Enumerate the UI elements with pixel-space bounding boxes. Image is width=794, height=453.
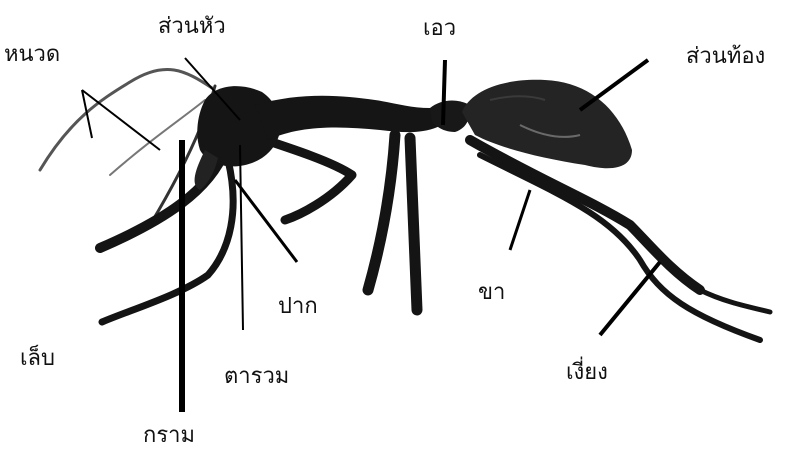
label-abdomen: ส่วนท้อง xyxy=(686,46,765,68)
label-leg: ขา xyxy=(478,282,505,304)
leader-antenna-1 xyxy=(82,90,160,150)
leader-waist xyxy=(443,60,445,125)
label-spur: เงี่ยง xyxy=(566,362,608,384)
label-claw: เล็บ xyxy=(20,348,55,370)
label-head: ส่วนหัว xyxy=(158,16,226,38)
label-antenna: หนวด xyxy=(4,44,60,66)
label-waist: เอว xyxy=(423,18,456,40)
label-mandible: กราม xyxy=(143,425,195,447)
label-compound-eye: ตารวม xyxy=(224,366,289,388)
leader-compound-eye xyxy=(240,145,243,330)
leader-leg xyxy=(510,190,530,250)
leader-spur xyxy=(600,262,660,335)
label-mouth: ปาก xyxy=(278,296,318,318)
leader-abdomen xyxy=(580,60,648,110)
thorax-shape xyxy=(255,96,442,140)
